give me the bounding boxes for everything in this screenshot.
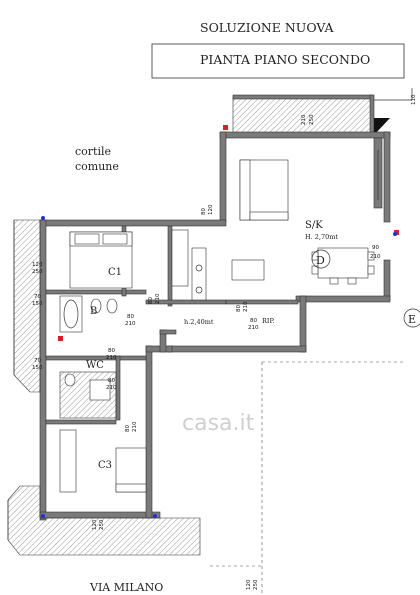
- marker-red-2: [394, 230, 399, 235]
- dining-table: [311, 247, 375, 285]
- wardrobe-c3: [59, 429, 77, 493]
- watermark: casa.it: [182, 411, 255, 436]
- bottom-balcony: [7, 485, 201, 556]
- marker-blue-4: [393, 232, 397, 236]
- bath-fixtures: [59, 295, 118, 333]
- living-walls: [167, 131, 391, 353]
- dim-11b: 210: [106, 355, 117, 361]
- room-c1: C1: [108, 267, 122, 278]
- street-label: VIA MILANO: [89, 581, 163, 594]
- top-balcony: [232, 88, 413, 136]
- dim-8b: 210: [125, 321, 136, 327]
- dim-15a: 110: [411, 94, 417, 105]
- dim-13a: 80: [125, 425, 131, 432]
- room-c3: C3: [98, 460, 112, 471]
- storage-label: RIP.: [262, 317, 275, 325]
- subtitle-box: [151, 43, 405, 79]
- bed-c1: [69, 231, 133, 289]
- dim-10b: 210: [248, 325, 259, 331]
- wc-fixtures: [59, 371, 117, 419]
- marker-blue-3: [153, 514, 157, 518]
- bed-c3: [115, 447, 147, 493]
- dim-12a: 80: [108, 378, 115, 384]
- sector-e: E: [408, 313, 416, 326]
- dim-7a: 80: [148, 297, 154, 304]
- sector-e-circle: [403, 308, 420, 328]
- room-b: B: [90, 306, 97, 317]
- living-name: S/K: [305, 220, 323, 231]
- dim-3a: 120: [32, 262, 43, 268]
- room-wc: WC: [86, 360, 104, 371]
- dim-8a: 80: [127, 314, 134, 320]
- dim-11a: 80: [108, 348, 115, 354]
- dim-9a: 80: [236, 305, 242, 312]
- dim-2a: 80: [201, 208, 207, 215]
- dim-1b: 250: [309, 114, 315, 125]
- dim-10a: 80: [250, 318, 257, 324]
- corridor-outline: [210, 361, 404, 595]
- marker-red-3: [58, 336, 63, 341]
- dim-1a: 210: [301, 114, 307, 125]
- living-height: H. 2,70mt: [305, 233, 338, 241]
- dim-6b: 210: [370, 254, 381, 260]
- dim-4a: 70: [34, 294, 41, 300]
- marker-blue-2: [41, 514, 45, 518]
- dim-5a: 70: [34, 358, 41, 364]
- dim-7b: 210: [155, 293, 161, 304]
- plan-title: SOLUZIONE NUOVA: [200, 20, 335, 35]
- marker-blue-1: [41, 216, 45, 220]
- left-balcony: [13, 219, 41, 393]
- dim-6a: 90: [372, 245, 379, 251]
- dim-14a: 120: [92, 519, 98, 530]
- sofa: [239, 159, 289, 221]
- wardrobe-c1: [171, 229, 189, 287]
- dim-5b: 150: [32, 365, 43, 371]
- dim-14b: 250: [99, 519, 105, 530]
- dim-4b: 150: [32, 301, 43, 307]
- dim-12b: 210: [106, 385, 117, 391]
- courtyard-label-1: cortile: [75, 145, 111, 158]
- courtyard-label-2: comune: [75, 160, 119, 173]
- dim-9b: 210: [243, 301, 249, 312]
- sector-d: D: [316, 254, 325, 267]
- dim-2b: 120: [208, 204, 214, 215]
- plan-subtitle: PIANTA PIANO SECONDO: [200, 52, 370, 67]
- dim-16b: 250: [253, 579, 259, 590]
- marker-red-1: [223, 125, 228, 130]
- dim-16a: 120: [246, 579, 252, 590]
- sector-d-circle: [311, 249, 331, 269]
- corridor-height: h.2,40mt: [184, 318, 214, 326]
- dim-3b: 250: [32, 269, 43, 275]
- kitchen: [191, 247, 265, 301]
- dim-13b: 210: [132, 421, 138, 432]
